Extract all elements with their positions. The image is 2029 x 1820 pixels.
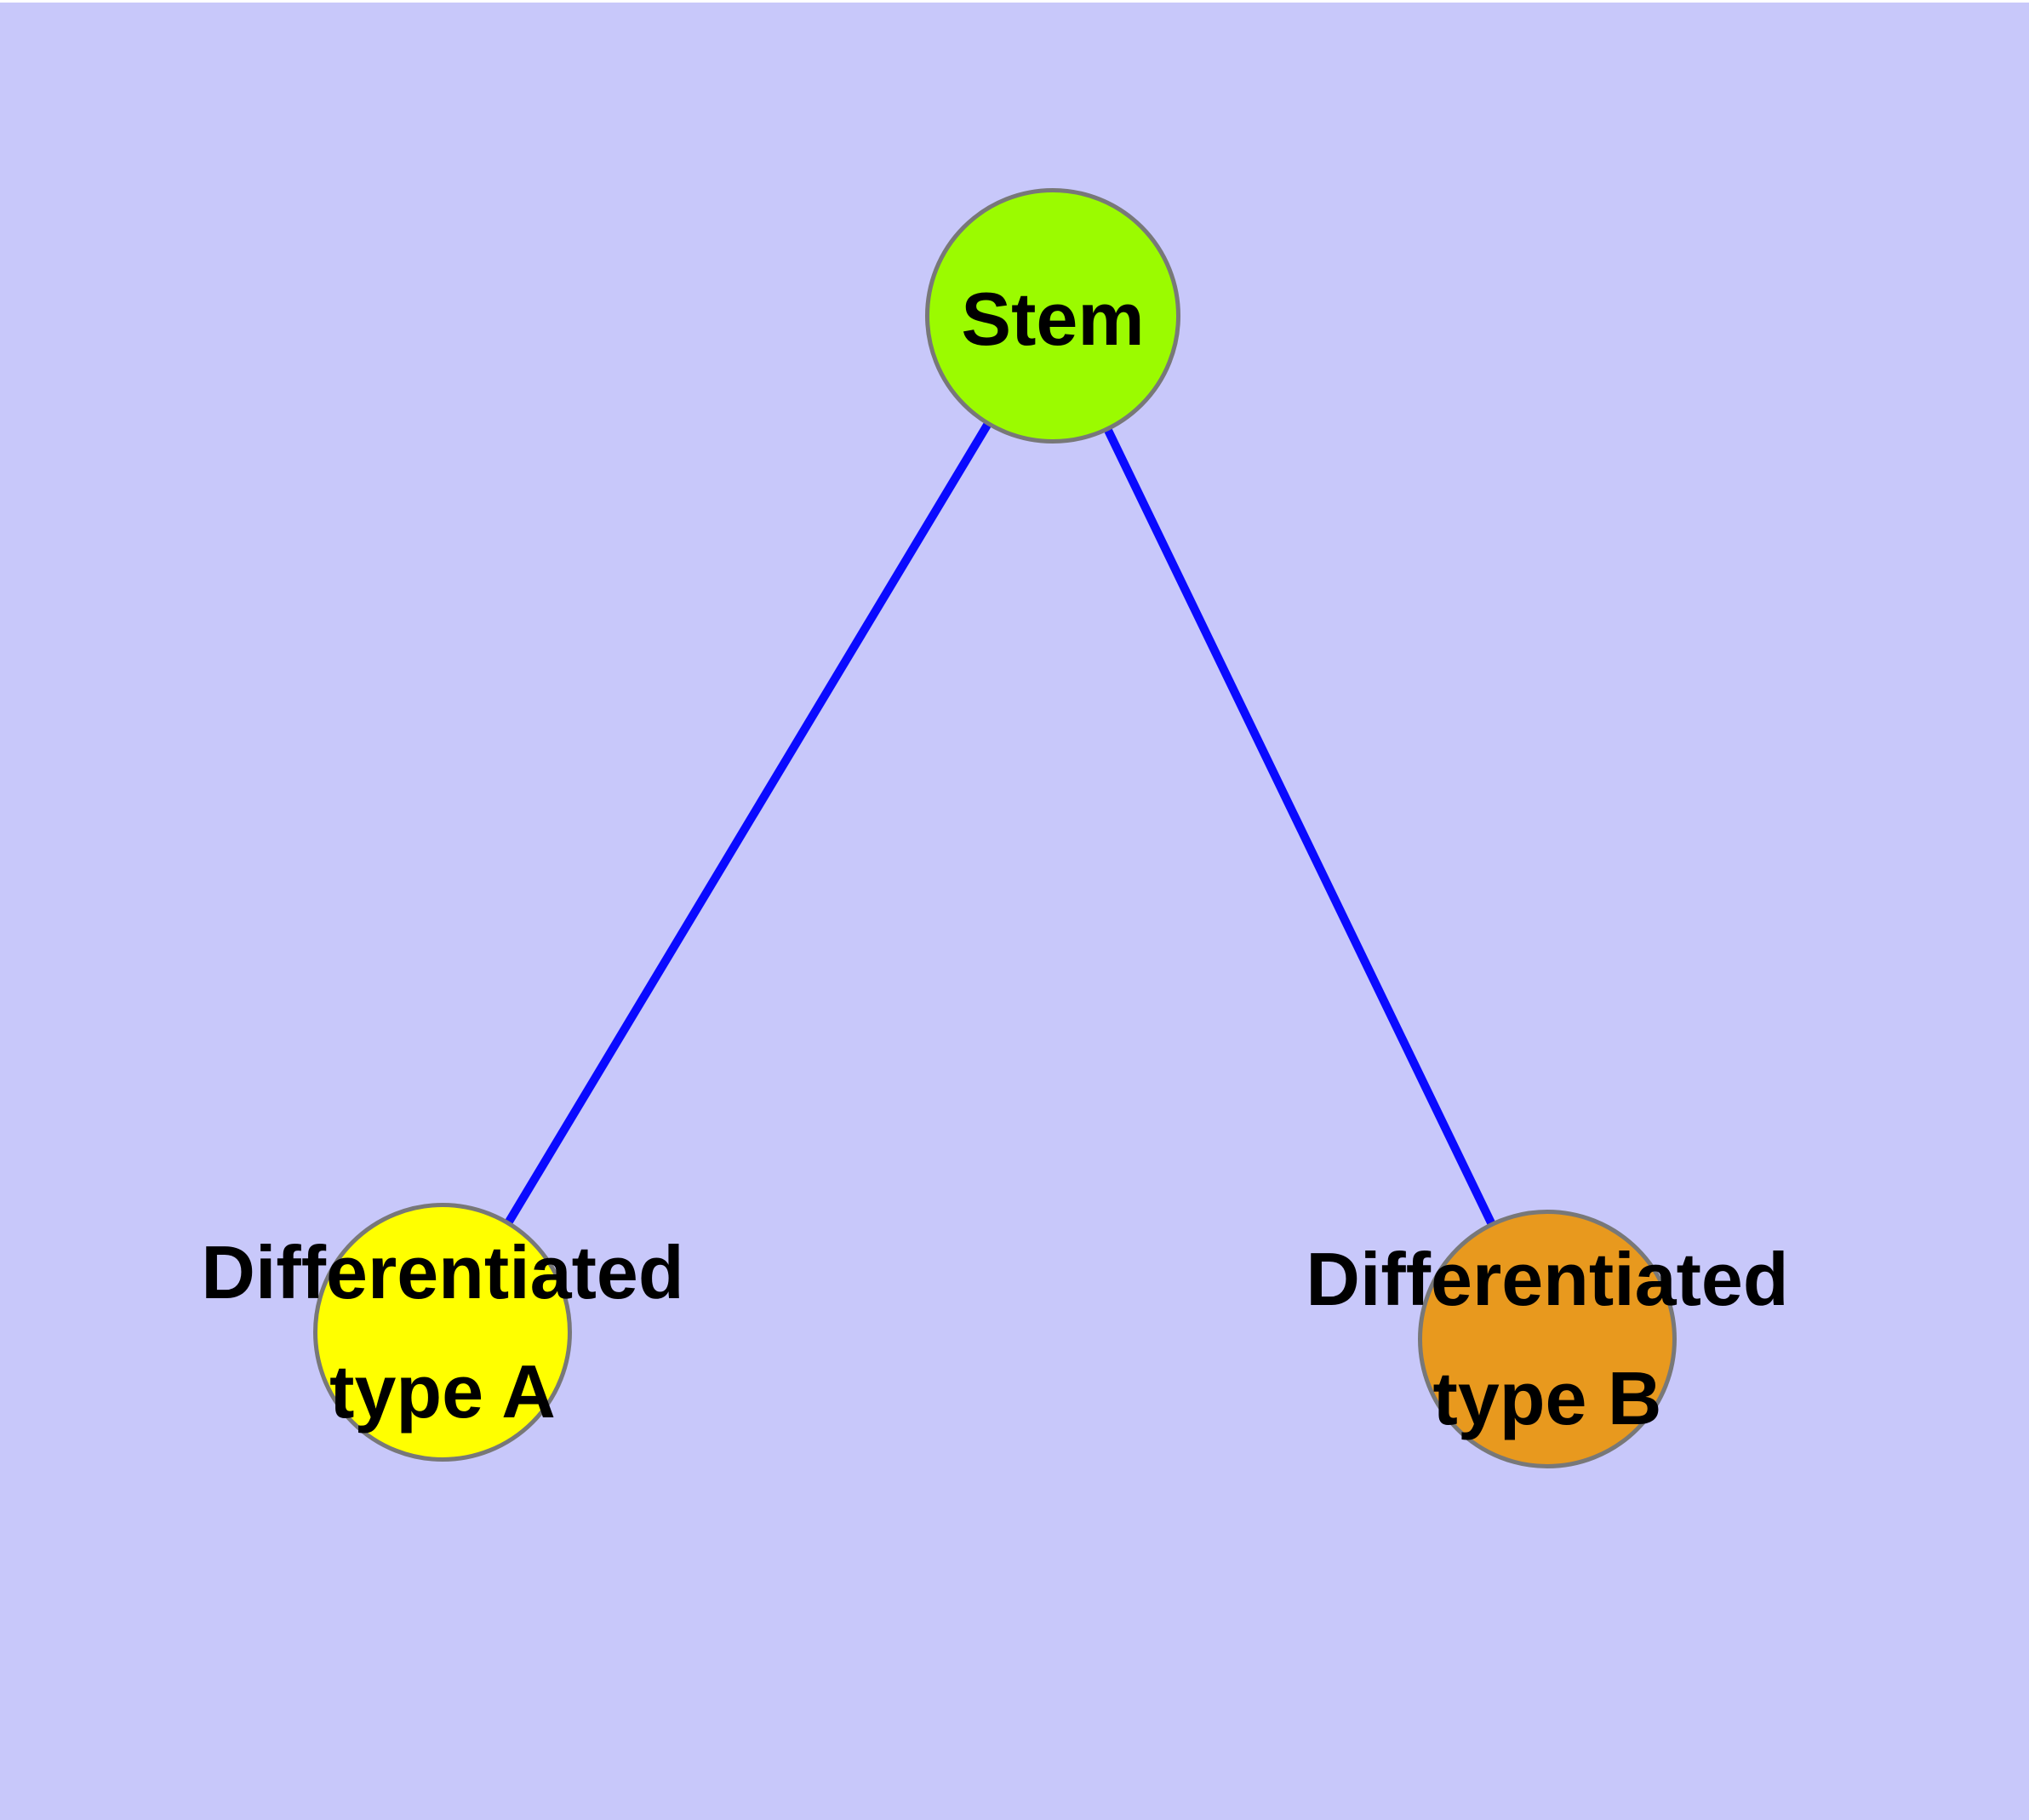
node-type-b-label: Differentiated type B	[1306, 1220, 1788, 1458]
node-stem-label-text: Stem	[961, 277, 1145, 361]
node-stem-label: Stem	[961, 260, 1144, 379]
node-differentiated-type-b	[1418, 1210, 1677, 1468]
top-margin	[0, 0, 2029, 3]
node-type-b-label-line1: Differentiated	[1306, 1237, 1789, 1321]
node-differentiated-type-a	[313, 1203, 572, 1462]
node-stem	[925, 188, 1180, 444]
node-type-b-label-line2: type B	[1432, 1356, 1662, 1440]
graph-canvas: Stem Differentiated type A Differentiate…	[0, 3, 2029, 1820]
edge-stem-to-type-b	[1049, 313, 1552, 1342]
node-type-a-label: Differentiated type A	[201, 1213, 683, 1451]
edge-stem-to-type-a	[438, 313, 1057, 1335]
node-type-a-label-line2: type A	[329, 1349, 556, 1434]
node-type-a-label-line1: Differentiated	[201, 1230, 684, 1314]
